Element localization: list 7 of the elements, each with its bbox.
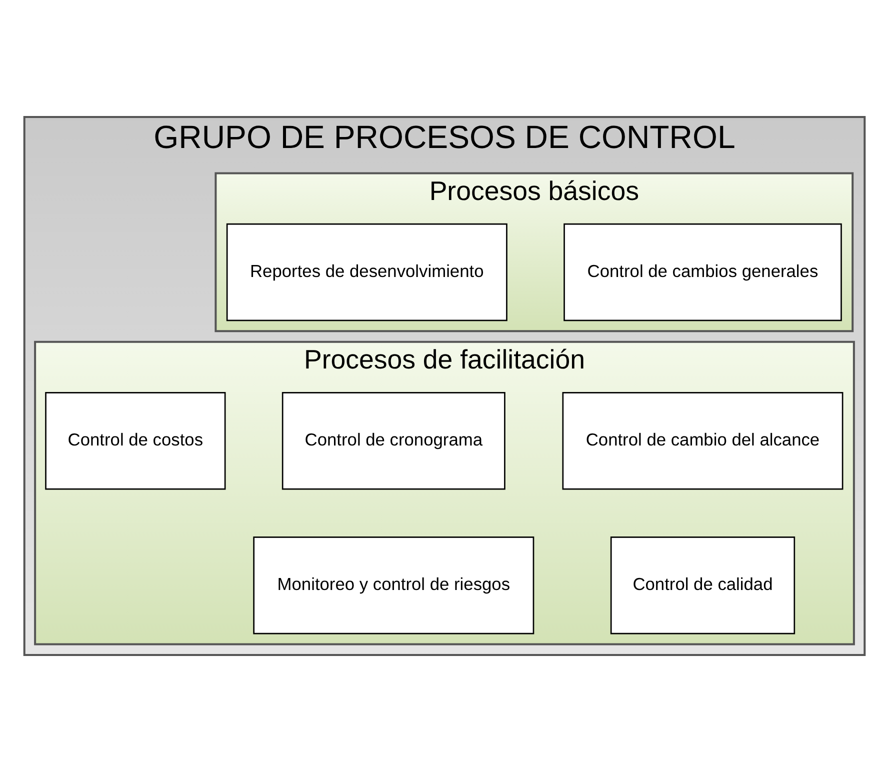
node-box: Control de cambios generales (564, 222, 842, 321)
node-box: Control de cronograma (282, 392, 506, 490)
node-box: Control de cambio del alcance (562, 392, 844, 490)
node-box: Reportes de desenvolvimiento (226, 222, 508, 321)
node-box: Control de costos (45, 392, 226, 490)
node-box: Monitoreo y control de riesgos (253, 536, 534, 634)
node-box: Control de calidad (610, 536, 796, 634)
